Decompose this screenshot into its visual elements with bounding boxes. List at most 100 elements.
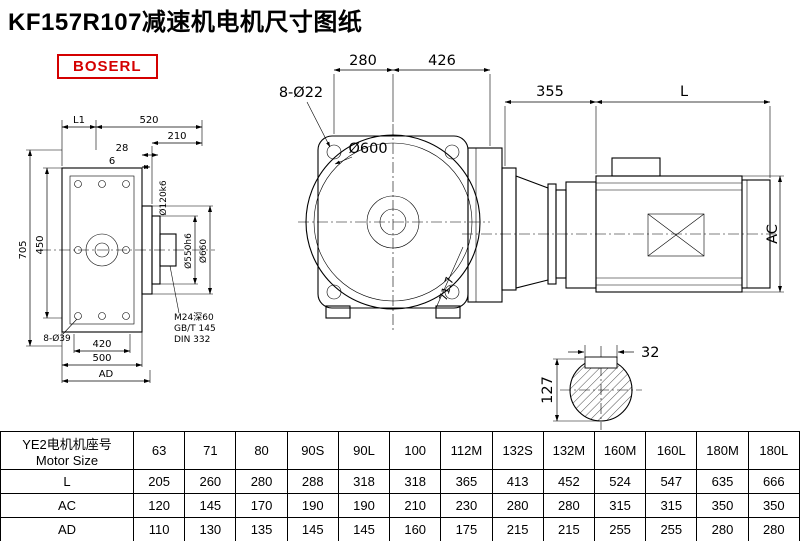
keyway: [584, 356, 618, 369]
dim-l: L: [680, 84, 688, 100]
cell: 215: [491, 517, 544, 541]
col-header: 90L: [337, 431, 391, 470]
cell: 318: [337, 469, 391, 494]
cell: 130: [184, 517, 237, 541]
left-view: L1 520 210 28 6 Ø120k6 705 450 8-Ø39 420…: [18, 115, 216, 384]
col-header: 80: [235, 431, 288, 470]
cell: 110: [132, 517, 186, 541]
table-header-row: YE2电机机座号 Motor Size 63 71 80 90S 90L 100…: [0, 431, 800, 470]
gear-housing-side: [467, 147, 503, 303]
dim-28: 28: [116, 143, 129, 154]
cell: 365: [440, 469, 493, 494]
col-header: 100: [389, 431, 442, 470]
dim-6: 6: [109, 156, 115, 167]
col-header: 180L: [747, 431, 800, 470]
cell: 547: [645, 469, 698, 494]
center-boss: [85, 233, 119, 267]
note-m24: M24深60: [174, 312, 214, 323]
dim-520: 520: [139, 115, 158, 126]
dim-500: 500: [92, 353, 111, 364]
center-bore: [94, 242, 110, 258]
note-din332: DIN 332: [174, 335, 210, 345]
dim-l1: L1: [73, 115, 85, 126]
cell: 145: [184, 493, 237, 518]
dim-ac: AC: [765, 224, 781, 244]
cell: 280: [747, 517, 800, 541]
cell: 280: [491, 493, 544, 518]
flange-bolt-hole: [326, 144, 342, 160]
col-header: 90S: [286, 431, 339, 470]
nameplate: [647, 213, 705, 257]
col-header: 112M: [440, 431, 493, 470]
cell: 170: [235, 493, 288, 518]
header-cn: YE2电机机座号: [22, 436, 112, 452]
dimension-table: YE2电机机座号 Motor Size 63 71 80 90S 90L 100…: [0, 431, 800, 541]
bolt-hole: [74, 312, 82, 320]
col-header: 132S: [491, 431, 544, 470]
dim-ad: AD: [99, 369, 114, 380]
dim-705: 705: [18, 240, 29, 259]
housing-inner-face: [69, 175, 135, 325]
row-label: AD: [0, 517, 134, 541]
cell: 215: [542, 517, 595, 541]
cell: 175: [440, 517, 493, 541]
fan-cover: [741, 179, 771, 289]
cell: 160: [389, 517, 442, 541]
dim-210: 210: [167, 131, 186, 142]
motor-view: 355 L AC: [462, 84, 784, 303]
page-title: KF157R107减速机电机尺寸图纸: [8, 9, 363, 36]
cell: 205: [132, 469, 186, 494]
cell: 145: [286, 517, 339, 541]
dim-dia-600: Ø600: [348, 141, 387, 157]
cell: 452: [542, 469, 595, 494]
cell: 350: [696, 493, 749, 518]
dim-8-holes: 8-Ø39: [43, 333, 71, 344]
terminal-box: [611, 157, 661, 177]
cell: 255: [645, 517, 698, 541]
cell: 666: [747, 469, 800, 494]
dim-32: 32: [641, 345, 659, 361]
bolt-hole: [98, 180, 106, 188]
adapter-step: [501, 167, 517, 291]
front-view: 280 426 8-Ø22 Ø600 71.7: [279, 53, 491, 330]
dim-flange-dia-660: Ø660: [198, 239, 209, 264]
cell: 260: [184, 469, 237, 494]
col-header: 160M: [593, 431, 647, 470]
cell: 190: [337, 493, 391, 518]
table-row-l: L 205 260 280 288 318 318 365 413 452 52…: [0, 469, 800, 494]
cell: 315: [645, 493, 698, 518]
cell: 350: [747, 493, 800, 518]
cell: 135: [235, 517, 288, 541]
shaft-section-view: 32 127: [540, 345, 659, 430]
col-header: 63: [132, 431, 186, 470]
flange-bolt-hole: [444, 144, 460, 160]
bolt-hole: [122, 180, 130, 188]
hub-circle: [366, 195, 420, 249]
table-row-ad: AD 110 130 135 145 145 160 175 215 215 2…: [0, 517, 800, 541]
row-label: L: [0, 469, 134, 494]
main-circle: [305, 134, 481, 310]
dim-bolt-holes: 8-Ø22: [279, 85, 323, 101]
output-shaft: [159, 233, 177, 267]
cell: 120: [132, 493, 186, 518]
adapter-cone: [515, 175, 549, 289]
foot: [435, 305, 461, 319]
bolt-hole: [74, 246, 82, 254]
dim-angle: 71.7: [437, 275, 457, 302]
cell: 288: [286, 469, 339, 494]
col-header: 71: [184, 431, 237, 470]
row-label: AC: [0, 493, 134, 518]
dim-shaft-diameter: Ø120k6: [158, 180, 169, 215]
technical-drawing: L1 520 210 28 6 Ø120k6 705 450 8-Ø39 420…: [18, 53, 784, 430]
motor-size-header: YE2电机机座号 Motor Size: [0, 431, 134, 470]
cell: 318: [389, 469, 442, 494]
bore-circle: [379, 208, 407, 236]
col-header: 180M: [696, 431, 749, 470]
cell: 190: [286, 493, 339, 518]
bolt-hole: [74, 180, 82, 188]
bolt-hole: [122, 246, 130, 254]
cell: 413: [491, 469, 544, 494]
bolt-hole: [98, 312, 106, 320]
table-row-ac: AC 120 145 170 190 190 210 230 280 280 3…: [0, 493, 800, 518]
